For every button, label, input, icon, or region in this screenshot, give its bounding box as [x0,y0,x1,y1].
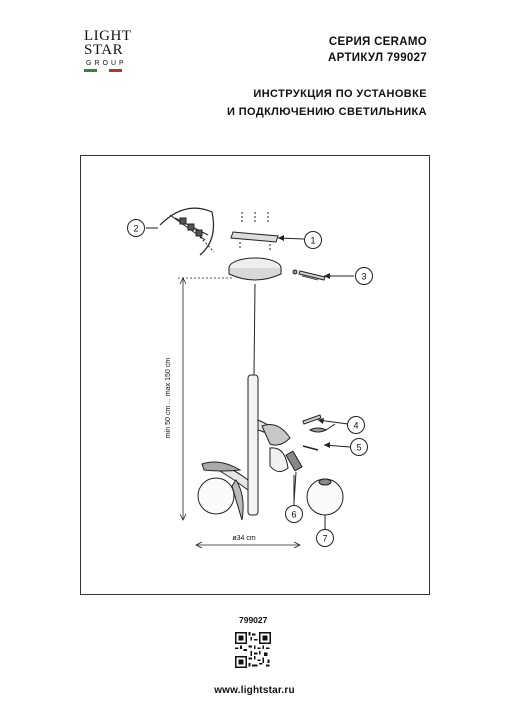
canopy [228,257,282,281]
series-name: СЕРИЯ CERAMO [328,36,427,48]
width-dimension [195,541,301,549]
qr-code-icon [235,632,271,668]
instruction-title: ИНСТРУКЦИЯ ПО УСТАНОВКЕ И ПОДКЛЮЧЕНИЮ СВ… [227,85,427,121]
screws [292,269,326,281]
suspension-cable [253,283,256,376]
website-link[interactable]: www.lightstar.ru [214,685,295,696]
logo-line-2: STAR [84,42,124,58]
callout-arrowheads [278,235,330,448]
right-glass-shade [306,478,344,524]
svg-text:7: 7 [322,534,327,544]
title-line-2: И ПОДКЛЮЧЕНИЮ СВЕТИЛЬНИКА [226,106,427,118]
callout-5: 5 [350,438,368,456]
header-info: СЕРИЯ CERAMO АРТИКУЛ 799027 [328,34,427,66]
logo-line-1: LIGHT [84,28,132,44]
callout-7: 7 [316,529,334,547]
svg-text:2: 2 [133,224,138,234]
leaf-shade [261,424,291,472]
svg-text:6: 6 [291,510,296,520]
height-label: min 50 cm ... max 150 cm [165,358,172,438]
callout-3: 3 [355,267,373,285]
left-glass-shade [197,461,244,521]
article-number: АРТИКУЛ 799027 [328,52,427,64]
callout-4: 4 [347,416,365,434]
callout-1: 1 [304,231,322,249]
italian-flag-icon [84,69,123,72]
flag-green-stripe [84,69,97,72]
flag-white-stripe [96,69,110,72]
logo-sub: GROUP [86,60,127,67]
width-label: ø34 cm [232,535,256,542]
callout-2: 2 [127,219,145,237]
mounting-bracket [230,212,279,250]
brand-logo: LIGHT STAR GROUP [84,29,140,72]
callout-6: 6 [285,505,303,523]
svg-text:4: 4 [353,421,358,431]
height-dimension [178,277,232,521]
svg-text:1: 1 [310,236,315,246]
wiring-detail [159,207,215,256]
small-parts [302,414,336,451]
flag-red-stripe [109,69,123,72]
title-line-1: ИНСТРУКЦИЯ ПО УСТАНОВКЕ [253,88,427,100]
diagram-frame [80,155,430,595]
footer-article-number: 799027 [239,615,268,625]
svg-text:5: 5 [356,443,361,453]
svg-text:3: 3 [361,272,366,282]
